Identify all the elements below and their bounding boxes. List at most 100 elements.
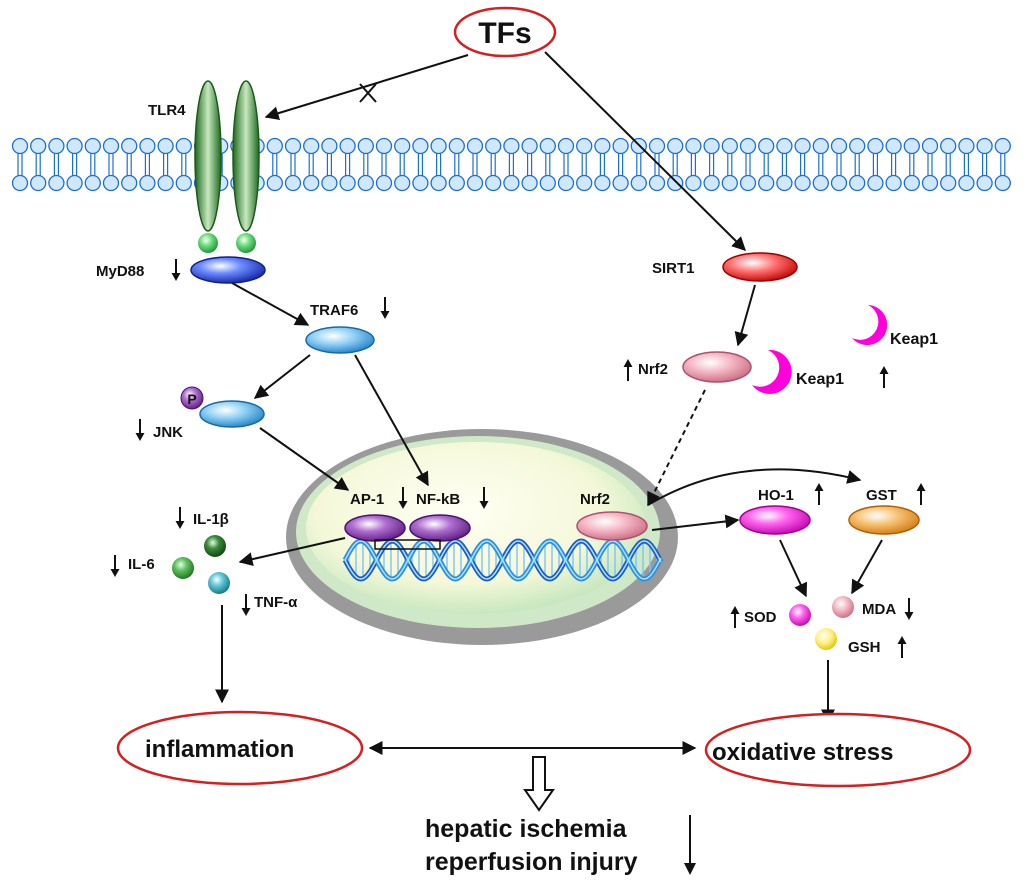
- lipid-head: [648, 137, 666, 155]
- lipid-head: [830, 137, 848, 155]
- tnfa-down-arrow: [241, 594, 251, 616]
- lipid-head: [339, 174, 356, 192]
- lipid-head: [102, 174, 120, 192]
- tfs-to-tlr4-arrow: [264, 54, 469, 120]
- lipid-head: [485, 137, 502, 155]
- mda-ball: [832, 596, 854, 618]
- lipid-head: [703, 174, 720, 192]
- lipid-head: [11, 174, 29, 192]
- nrf2-keap1-complex: [682, 349, 792, 394]
- tnfa-label: TNF-α: [254, 594, 298, 611]
- lipid-head: [30, 137, 47, 155]
- sirt1-molecule: [722, 252, 798, 282]
- lipid-head: [576, 174, 593, 192]
- sod-label: SOD: [744, 609, 777, 626]
- lipid-head: [430, 137, 447, 155]
- lipid-head: [66, 137, 83, 155]
- lipid-head: [667, 137, 684, 155]
- lipid-head: [921, 174, 939, 192]
- binding-bracket: [374, 539, 441, 550]
- nfkb-molecule: [409, 514, 471, 542]
- lipid-head: [448, 137, 465, 155]
- sod-ball: [789, 604, 811, 626]
- inhibition-cross: [359, 83, 377, 103]
- lipid-head: [121, 174, 138, 192]
- sod-up-arrow: [730, 606, 740, 628]
- nrf2-nucleus-label: Nrf2: [580, 491, 610, 508]
- keap1-free-label: Keap1: [890, 331, 938, 348]
- lipid-head: [266, 174, 283, 192]
- gst-up-arrow: [916, 483, 926, 505]
- lipid-head: [612, 137, 629, 155]
- myd88-label: MyD88: [96, 263, 144, 280]
- lipid-head: [849, 174, 866, 192]
- lipid-head: [758, 137, 775, 155]
- gst-to-mda-arrow: [851, 539, 883, 595]
- lipid-head: [594, 137, 611, 155]
- lipid-head: [557, 174, 575, 192]
- final-outcome-line1: hepatic ischemia: [425, 815, 628, 843]
- lipid-head: [721, 174, 738, 192]
- injury-down-arrow: [684, 815, 696, 875]
- lipid-head: [994, 174, 1011, 192]
- lipid-head: [812, 137, 829, 155]
- lipid-head: [903, 174, 920, 192]
- phospho-label: P: [187, 391, 196, 407]
- sirt1-to-nrf2-arrow: [734, 284, 756, 347]
- keap1-free-shape: [852, 305, 888, 345]
- ho1-up-arrow: [814, 483, 824, 505]
- nrf2-nucleus-molecule: [576, 511, 648, 541]
- lipid-head: [885, 137, 902, 155]
- lipid-head: [994, 137, 1011, 155]
- lipid-head: [976, 174, 993, 192]
- keap1-bound-shape: [752, 349, 792, 394]
- traf6-to-nfkb-arrow: [354, 354, 429, 487]
- lipid-head: [321, 137, 338, 155]
- lipid-head: [667, 174, 684, 192]
- lipid-head: [284, 174, 302, 192]
- nfkb-label: NF-kB: [416, 491, 460, 508]
- lipid-head: [612, 174, 629, 192]
- lipid-head: [448, 174, 465, 192]
- lipid-head: [394, 174, 411, 192]
- cell-membrane: [11, 137, 1011, 192]
- lipid-head: [794, 137, 811, 155]
- gsh-label: GSH: [848, 639, 881, 656]
- lipid-head: [412, 137, 429, 155]
- lipid-head: [466, 174, 484, 192]
- lipid-head: [885, 174, 902, 192]
- lipid-head: [139, 174, 156, 192]
- nrf2-cyto-label: Nrf2: [638, 361, 668, 378]
- outcome-hollow-arrow: [523, 756, 555, 812]
- lipid-head: [339, 137, 356, 155]
- lipid-head: [630, 174, 647, 192]
- myd88-down-arrow: [171, 259, 181, 281]
- lipid-head: [266, 137, 283, 155]
- lipid-head: [503, 174, 520, 192]
- lipid-head: [84, 174, 101, 192]
- il1b-down-arrow: [175, 507, 185, 529]
- lipid-head: [11, 137, 29, 155]
- ap1-molecule: [344, 514, 406, 542]
- lipid-head: [648, 174, 666, 192]
- ap1-down-arrow: [398, 487, 408, 509]
- lipid-head: [739, 137, 757, 155]
- jnk-molecule: [180, 386, 265, 428]
- lipid-head: [758, 174, 775, 192]
- lipid-head: [430, 174, 447, 192]
- lipid-head: [576, 137, 593, 155]
- lipid-head: [175, 137, 192, 155]
- il1b-ball: [204, 535, 226, 557]
- lipid-head: [794, 174, 811, 192]
- lipid-head: [867, 174, 884, 192]
- lipid-head: [30, 174, 47, 192]
- lipid-head: [594, 174, 611, 192]
- tfs-label: TFs: [478, 17, 531, 50]
- lipid-head: [830, 174, 848, 192]
- myd88-molecule: [190, 256, 266, 284]
- lipid-head: [175, 174, 192, 192]
- lipid-head: [303, 137, 320, 155]
- lipid-head: [539, 137, 556, 155]
